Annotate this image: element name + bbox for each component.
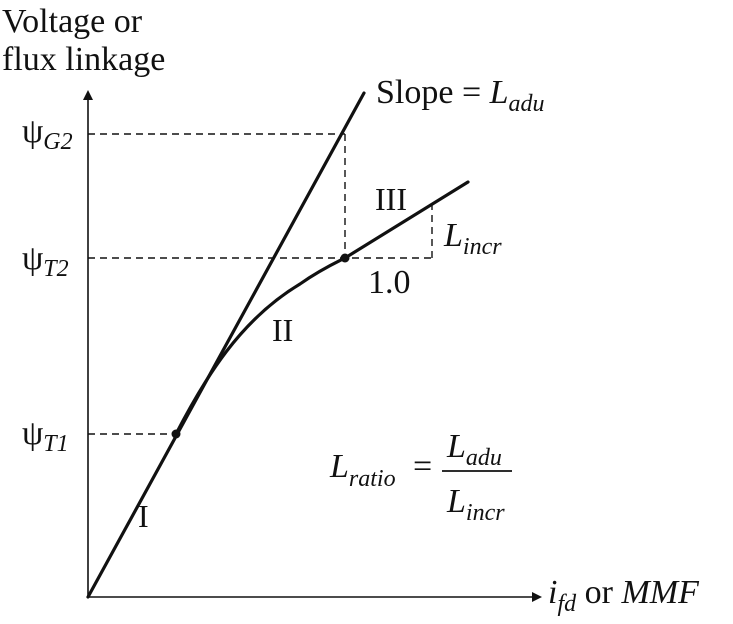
region-i-label: I — [138, 498, 149, 534]
equals-sign: = — [413, 448, 432, 485]
saturation-curve — [174, 180, 470, 436]
point-psi-t1 — [171, 429, 181, 439]
y-axis-title-line2: flux linkage — [2, 41, 165, 78]
numerator: Ladu — [446, 428, 502, 471]
l-ratio-lhs: Lratio — [329, 448, 396, 492]
psi-t2-label: ψT2 — [22, 240, 69, 282]
region-ii-label: II — [272, 312, 293, 348]
psi-g2-label: ψG2 — [22, 113, 73, 155]
y-axis-title-line1: Voltage or — [2, 3, 143, 40]
denominator: Lincr — [446, 483, 505, 526]
region-iii-label: III — [375, 181, 407, 217]
air-gap-line — [86, 91, 366, 599]
l-ratio-formula: Lratio = Ladu Lincr — [329, 428, 512, 526]
unit-step-label: 1.0 — [368, 264, 411, 301]
psi-t1-label: ψT1 — [22, 415, 69, 457]
point-psi-t2 — [340, 253, 350, 263]
l-incr-label: Lincr — [443, 217, 502, 260]
slope-label: Slope = Ladu — [376, 74, 545, 117]
x-axis-title: ifd or MMF — [548, 574, 700, 617]
